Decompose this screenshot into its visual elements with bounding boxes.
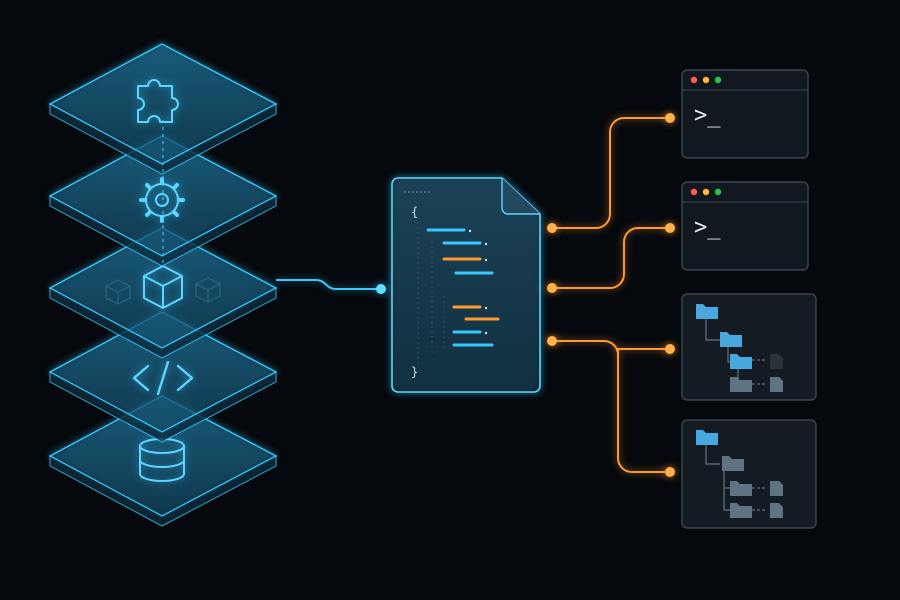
folder-icon (720, 332, 742, 347)
document-to-targets-connectors (552, 117, 670, 473)
small-cube-icon (194, 277, 222, 303)
terminal-window: >_ (681, 69, 809, 159)
folder-icon (722, 456, 744, 471)
window-minimize-dot (702, 188, 710, 196)
cube-icon (143, 265, 183, 309)
layer-stack (48, 43, 278, 527)
file-icon (770, 481, 783, 496)
file-icon (770, 377, 783, 392)
config-document: { } (391, 177, 541, 393)
folder-icon (730, 481, 752, 496)
window-close-dot (690, 188, 698, 196)
folder-icon (730, 377, 752, 392)
connector-endpoints (547, 113, 675, 477)
brace-open: { (411, 205, 418, 219)
layer-config (48, 135, 278, 267)
folder-icon (696, 430, 718, 445)
window-maximize-dot (714, 76, 722, 84)
folder-tree-icon (696, 430, 783, 518)
document-icon: { } (404, 191, 500, 379)
file-icon (770, 503, 783, 518)
folder-tree-icon (696, 304, 783, 392)
file-tree-panel (681, 293, 817, 401)
file-tree-panel (681, 419, 817, 529)
folder-icon (696, 304, 718, 319)
window-minimize-dot (702, 76, 710, 84)
file-icon (770, 354, 783, 369)
layer-plugin (48, 43, 278, 175)
stack-to-document-connector (276, 279, 386, 294)
window-maximize-dot (714, 188, 722, 196)
brace-close: } (411, 365, 418, 379)
window-close-dot (690, 76, 698, 84)
folder-icon (730, 354, 752, 369)
small-cube-icon (104, 279, 132, 305)
code-icon (132, 360, 194, 396)
terminal-icon: >_ (694, 215, 721, 240)
layer-code (48, 311, 278, 443)
gear-icon (139, 177, 185, 223)
terminal-icon: >_ (694, 103, 721, 128)
layer-package (48, 227, 278, 359)
terminal-window: >_ (681, 181, 809, 271)
puzzle-icon (137, 79, 179, 123)
folder-icon (730, 503, 752, 518)
